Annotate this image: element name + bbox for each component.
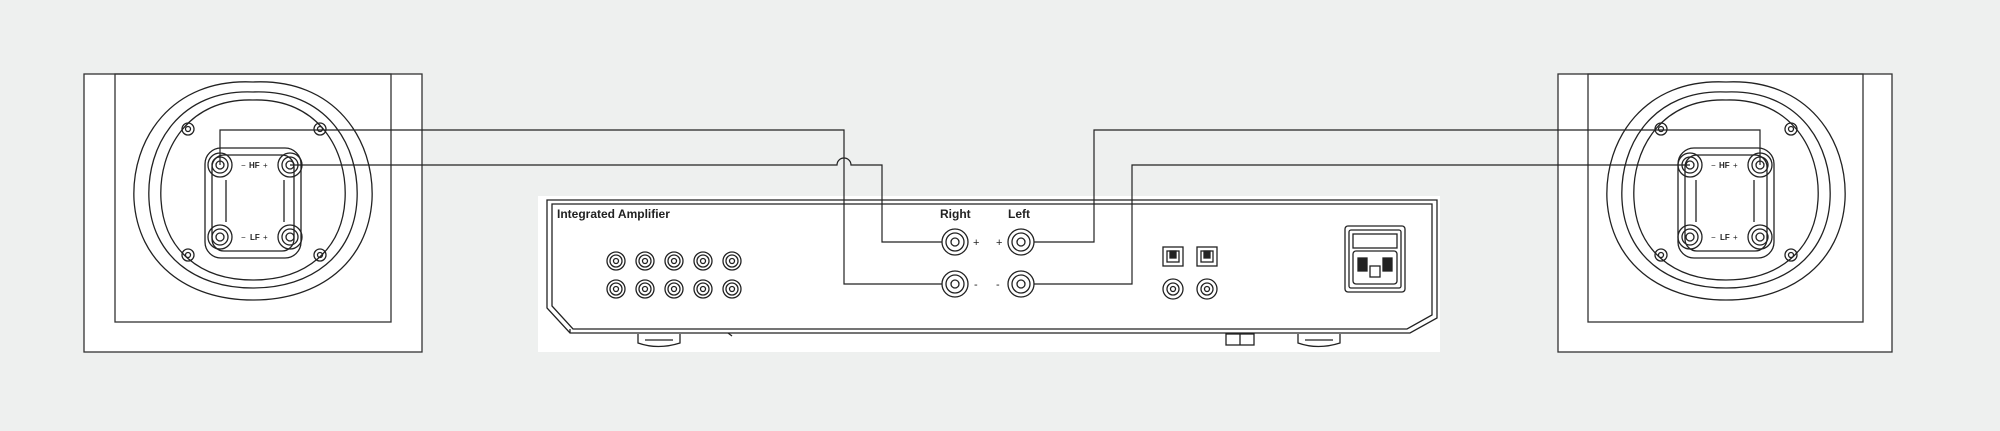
wire-left-negative — [1034, 164, 1690, 285]
power-inlet-icon — [1344, 225, 1406, 293]
left-lf-minus-sign: − — [241, 233, 246, 242]
left-plate-screw — [313, 248, 327, 262]
left-speaker-lf-minus-post — [207, 224, 233, 250]
left-plus-sign: + — [996, 237, 1002, 249]
right-plate-screw — [1784, 122, 1798, 136]
rca-input-jack — [722, 279, 742, 299]
rca-input-jack — [606, 251, 626, 271]
coaxial-input-2 — [1196, 278, 1218, 300]
right-minus-sign: - — [974, 279, 978, 291]
right-terminal-plate-inner — [1621, 91, 1831, 289]
left-lf-plus-sign: + — [263, 233, 268, 242]
rca-input-jack — [635, 279, 655, 299]
right-lf-label: LF — [1720, 233, 1730, 242]
optical-input-1 — [1162, 246, 1184, 267]
left-terminal-plate — [133, 81, 373, 301]
right-lf-minus-sign: − — [1711, 233, 1716, 242]
rca-input-jack — [693, 251, 713, 271]
rca-input-jack — [722, 251, 742, 271]
amplifier-foot-right — [1297, 334, 1341, 348]
left-channel-label: Left — [1008, 207, 1030, 221]
left-plate-screw — [181, 248, 195, 262]
left-plate-screw — [313, 122, 327, 136]
wire-right-negative — [219, 129, 942, 285]
rca-input-jacks — [606, 251, 742, 299]
right-plate-screw — [1654, 248, 1668, 262]
left-plate-screw — [181, 122, 195, 136]
optical-input-2 — [1196, 246, 1218, 267]
right-speaker-cabinet — [1557, 73, 1893, 353]
left-lf-label: LF — [250, 233, 260, 242]
integrated-amplifier: Integrated Amplifier Right Left + - + - — [538, 196, 1440, 352]
right-lf-plus-sign: + — [1733, 233, 1738, 242]
left-hf-label: HF — [249, 161, 260, 170]
right-speaker-lf-minus-post — [1677, 224, 1703, 250]
right-hf-label: HF — [1719, 161, 1730, 170]
left-hf-minus-sign: − — [241, 161, 246, 170]
wire-left-positive — [1034, 129, 1761, 243]
rca-input-jack — [664, 279, 684, 299]
amplifier-rear-panel — [546, 199, 1438, 334]
rca-input-jack — [635, 251, 655, 271]
right-speaker-lf-plus-post — [1747, 224, 1773, 250]
right-terminal-plate — [1606, 81, 1846, 301]
right-hf-plus-sign: + — [1733, 161, 1738, 170]
right-channel-label: Right — [940, 207, 971, 221]
right-plate-screw — [1654, 122, 1668, 136]
left-speaker-cabinet — [83, 73, 423, 353]
left-minus-sign: - — [996, 279, 1000, 291]
left-terminal-plate-inner — [148, 91, 358, 289]
left-hf-plus-sign: + — [263, 161, 268, 170]
amplifier-title: Integrated Amplifier — [557, 207, 670, 221]
amplifier-small-tab — [1225, 333, 1255, 346]
right-speaker-inner-panel — [1587, 73, 1864, 323]
left-speaker: − HF + − LF + — [83, 73, 423, 353]
right-plate-screw — [1784, 248, 1798, 262]
coaxial-input-1 — [1162, 278, 1184, 300]
left-speaker-lf-plus-post — [277, 224, 303, 250]
rca-input-jack — [664, 251, 684, 271]
rca-input-jack — [693, 279, 713, 299]
rca-input-jack — [606, 279, 626, 299]
right-hf-minus-sign: − — [1711, 161, 1716, 170]
right-speaker: − HF + − LF + — [1557, 73, 1893, 353]
right-plus-sign: + — [973, 237, 979, 249]
wire-right-positive — [290, 157, 942, 243]
amplifier-foot-left — [637, 334, 681, 348]
left-speaker-inner-panel — [114, 73, 392, 323]
speaker-cables — [219, 129, 1761, 285]
